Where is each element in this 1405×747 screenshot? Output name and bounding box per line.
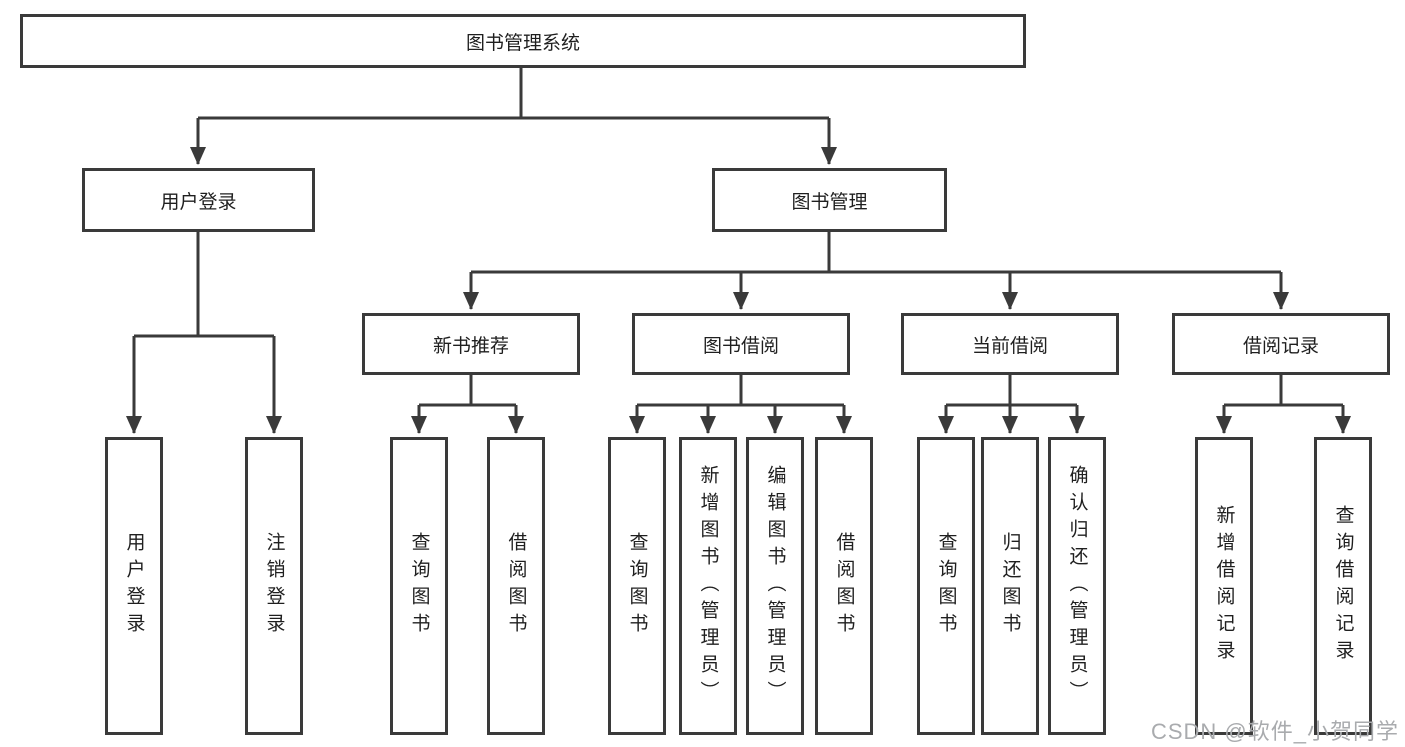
leaf-current-confirm-return-admin: 确认归还（管理员） [1048, 437, 1106, 735]
leaf-borrowing-borrow-books: 借阅图书 [815, 437, 873, 735]
leaf-newbook-query-books: 查询图书 [390, 437, 448, 735]
leaf-current-query-books: 查询图书 [917, 437, 975, 735]
leaf-current-return-books: 归还图书 [981, 437, 1039, 735]
node-book-management: 图书管理 [712, 168, 947, 232]
node-new-book-recommend: 新书推荐 [362, 313, 580, 375]
leaf-records-add-borrow-record: 新增借阅记录 [1195, 437, 1253, 735]
node-user-login: 用户登录 [82, 168, 315, 232]
leaf-records-query-borrow-record: 查询借阅记录 [1314, 437, 1372, 735]
leaf-borrowing-edit-books-admin: 编辑图书（管理员） [746, 437, 804, 735]
leaf-logout: 注销登录 [245, 437, 303, 735]
csdn-watermark: CSDN @软件_小贺同学 [1150, 719, 1399, 744]
node-root-system: 图书管理系统 [20, 14, 1026, 68]
leaf-borrowing-query-books: 查询图书 [608, 437, 666, 735]
leaf-borrowing-add-books-admin: 新增图书（管理员） [679, 437, 737, 735]
leaf-newbook-borrow-books: 借阅图书 [487, 437, 545, 735]
node-book-borrowing: 图书借阅 [632, 313, 850, 375]
leaf-user-login: 用户登录 [105, 437, 163, 735]
node-current-borrowing: 当前借阅 [901, 313, 1119, 375]
node-borrow-records: 借阅记录 [1172, 313, 1390, 375]
